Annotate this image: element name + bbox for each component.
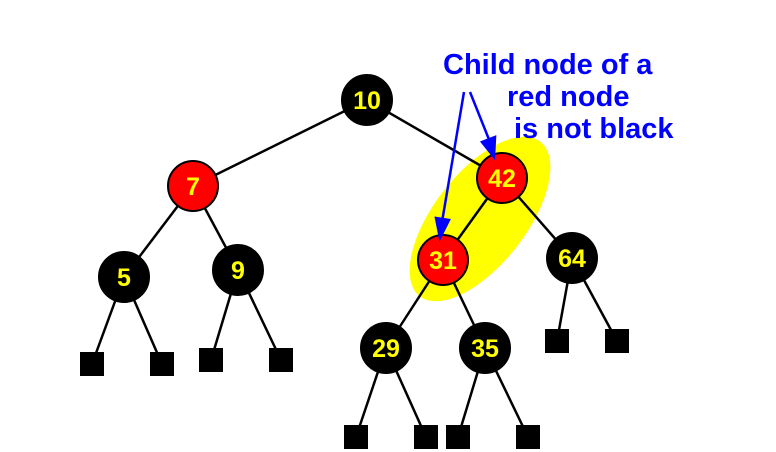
tree-node-5: 5 <box>98 251 150 303</box>
node-label: 7 <box>186 173 200 201</box>
nil-leaf <box>199 348 223 372</box>
nil-leaf <box>545 329 569 353</box>
node-circle <box>212 244 264 296</box>
tree-node-29: 29 <box>360 322 412 374</box>
node-circle <box>476 152 528 204</box>
annotation-line-3: is not black <box>514 113 674 145</box>
annotation-line-1: Child node of a <box>443 49 653 81</box>
node-circle <box>167 160 219 212</box>
node-circle <box>546 232 598 284</box>
nil-leaf <box>446 425 470 449</box>
annotation-line-2: red node <box>507 81 629 113</box>
node-label: 5 <box>117 264 131 292</box>
node-label: 64 <box>558 245 586 273</box>
node-circle <box>341 74 393 126</box>
tree-node-31: 31 <box>417 234 469 286</box>
node-circle <box>98 251 150 303</box>
node-label: 31 <box>429 247 457 275</box>
nil-leaf <box>516 425 540 449</box>
node-label: 42 <box>488 165 516 193</box>
nil-leaf <box>150 352 174 376</box>
nil-leaf <box>344 425 368 449</box>
node-label: 29 <box>372 335 400 363</box>
nil-leaf <box>605 329 629 353</box>
tree-node-7: 7 <box>167 160 219 212</box>
tree-node-42: 42 <box>476 152 528 204</box>
tree-node-9: 9 <box>212 244 264 296</box>
nil-leaf <box>414 425 438 449</box>
nil-leaf <box>80 352 104 376</box>
tree-node-10: 10 <box>341 74 393 126</box>
tree-edge <box>192 98 368 188</box>
nil-leaf <box>269 348 293 372</box>
annotation-arrows <box>434 91 497 242</box>
node-circle <box>360 322 412 374</box>
node-label: 10 <box>353 87 381 115</box>
highlight-ellipse <box>409 136 551 302</box>
node-label: 9 <box>231 257 245 285</box>
node-circle <box>459 322 511 374</box>
node-label: 35 <box>471 335 499 363</box>
node-circle <box>417 234 469 286</box>
tree-node-35: 35 <box>459 322 511 374</box>
tree-node-64: 64 <box>546 232 598 284</box>
